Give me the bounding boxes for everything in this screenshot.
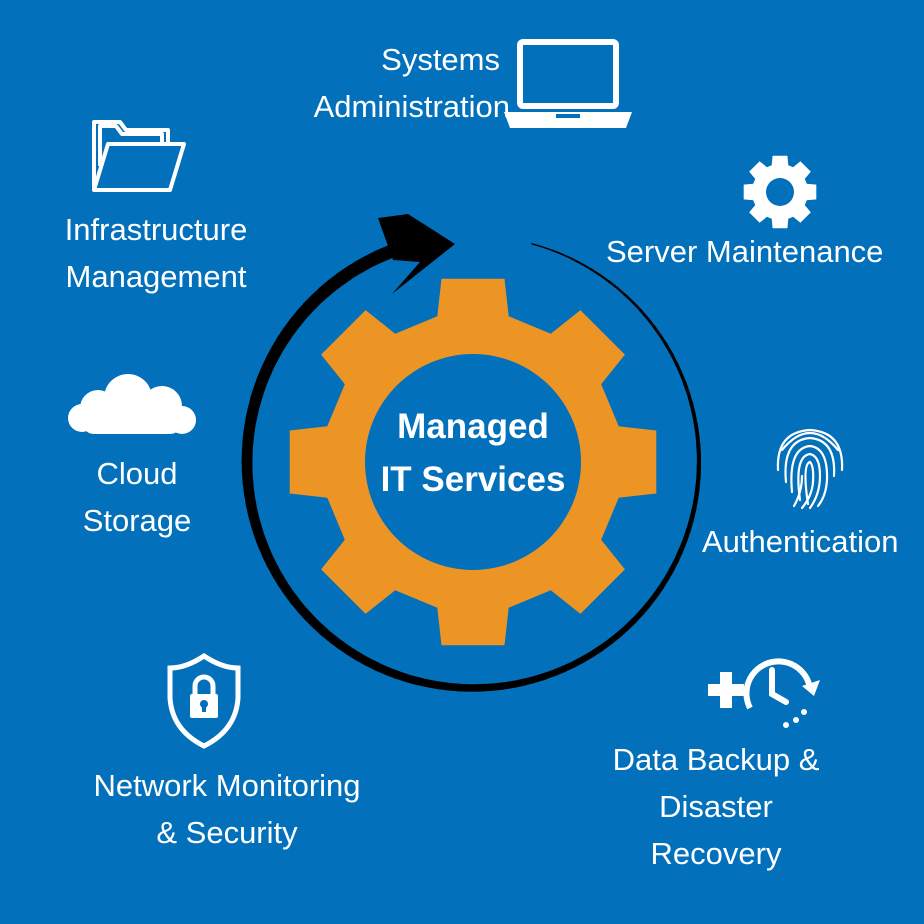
center-title-line1: Managed: [397, 407, 549, 446]
fingerprint-icon: [776, 428, 844, 510]
backup-clock-icon: [708, 658, 820, 728]
service-label: Cloud: [96, 456, 178, 491]
service-label: Server Maintenance: [606, 234, 884, 269]
cycle-arrow: [241, 241, 702, 692]
arrow-head: [378, 214, 455, 294]
service-network-monitoring: Network Monitoring & Security: [72, 762, 382, 856]
service-label: Disaster: [659, 789, 773, 824]
service-data-backup: Data Backup & Disaster Recovery: [596, 736, 836, 877]
service-label: Network Monitoring: [93, 768, 361, 803]
service-infrastructure-management: Infrastructure Management: [48, 206, 264, 300]
service-label: Systems: [381, 42, 500, 77]
gear-hole: [365, 354, 581, 570]
service-label: Recovery: [650, 836, 782, 871]
cloud-icon: [68, 374, 196, 434]
service-cloud-storage: Cloud Storage: [72, 450, 202, 544]
service-label: & Security: [156, 815, 298, 850]
service-label: Infrastructure: [64, 212, 248, 247]
shield-lock-icon: [167, 652, 241, 749]
service-label: Administration: [313, 89, 510, 124]
service-label: Storage: [82, 503, 192, 538]
service-label: Authentication: [702, 524, 899, 559]
service-server-maintenance: Server Maintenance: [606, 228, 883, 275]
center-title-line2: IT Services: [380, 460, 566, 499]
service-label: Data Backup &: [612, 742, 820, 777]
laptop-icon: [504, 39, 632, 128]
service-authentication: Authentication: [702, 518, 898, 565]
folder-icon: [92, 120, 186, 192]
center-title: Managed IT Services: [330, 400, 616, 506]
service-systems-administration: Systems Administration: [270, 36, 510, 130]
gear-icon: [743, 155, 817, 229]
service-label: Management: [65, 259, 247, 294]
